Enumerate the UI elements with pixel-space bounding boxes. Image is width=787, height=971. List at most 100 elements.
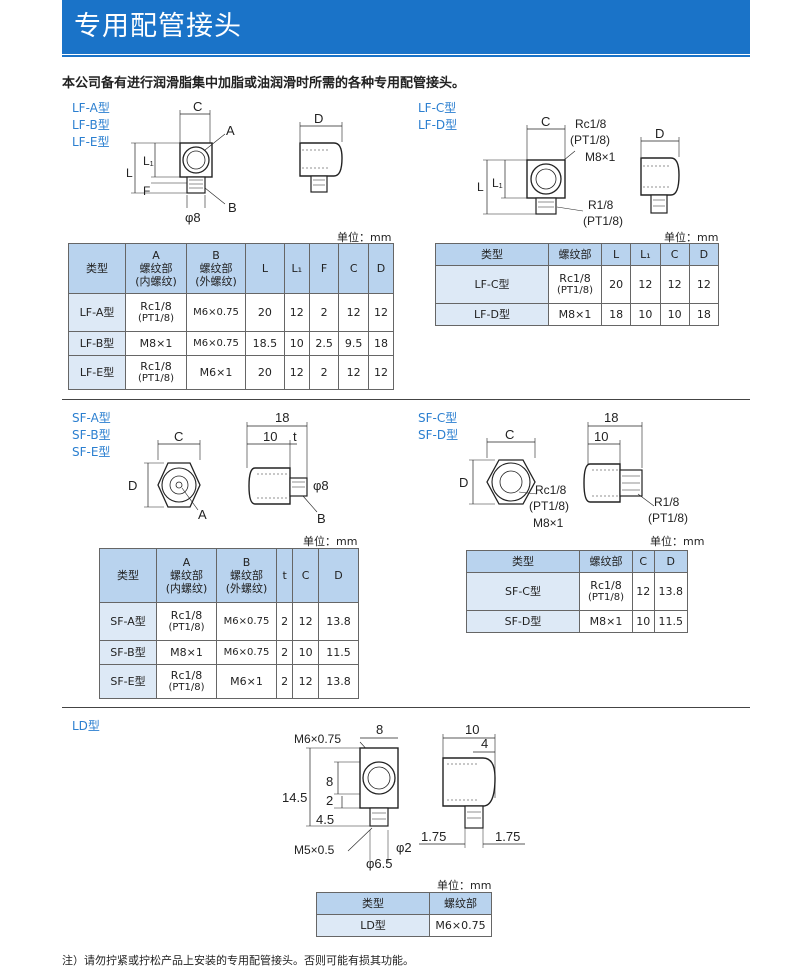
lf-cd-front-drawing: C Rc1/8 (PT1/8) M8×1 R1/8 (PT1/8) L L₁ xyxy=(477,114,623,228)
dim-phi2: φ2 xyxy=(396,840,412,855)
lf-ab-table: 类型 A 螺纹部 (内螺纹) B 螺纹部 (外螺纹) L L₁ F C D LF… xyxy=(68,243,395,390)
th-l1: L₁ xyxy=(283,243,310,294)
sf-ab-side-drawing: 18 10 t φ8 B xyxy=(246,410,329,526)
type-label-lf-b: LF-B型 xyxy=(72,118,110,132)
table-row: LF-C型 Rc1/8(PT1/8) 20 12 12 12 xyxy=(435,265,720,304)
label-r18: R1/8 xyxy=(588,198,614,212)
lf-ab-side-drawing: D xyxy=(299,111,343,193)
table-row: SF-C型 Rc1/8(PT1/8) 12 13.8 xyxy=(466,572,689,611)
type-label-sf-e: SF-E型 xyxy=(72,445,111,459)
lf-cd-table: 类型 螺纹部 L L₁ C D LF-C型 Rc1/8(PT1/8) 20 12… xyxy=(435,243,720,326)
dim-l-2: L xyxy=(477,180,484,194)
dim-d-side-2: D xyxy=(655,126,664,141)
label-pt18-b: (PT1/8) xyxy=(583,214,623,228)
table-row: SF-A型 Rc1/8(PT1/8) M6×0.75 2 12 13.8 xyxy=(99,602,359,641)
lf-cd-side-drawing: D xyxy=(640,126,680,214)
type-label-lf-e: LF-E型 xyxy=(72,135,110,149)
dim-4-ld: 4 xyxy=(481,736,488,751)
dim-d-3: D xyxy=(128,478,137,493)
dim-c-3: C xyxy=(174,429,183,444)
th-type: 类型 xyxy=(68,243,126,294)
type-label-sf-a: SF-A型 xyxy=(72,411,111,425)
table-row: SF-B型 M8×1 M6×0.75 2 10 11.5 xyxy=(99,640,359,665)
dim-18-4: 18 xyxy=(604,410,618,425)
table-row: LF-A型 Rc1/8(PT1/8) M6×0.75 20 12 2 12 12 xyxy=(68,293,395,332)
dim-phi6-5: φ6.5 xyxy=(366,856,393,871)
dim-1-75-right: 1.75 xyxy=(495,829,520,844)
dim-d-side: D xyxy=(314,111,323,126)
type-label-sf-d: SF-D型 xyxy=(418,428,459,442)
ld-type-list: LD型 xyxy=(72,718,100,735)
table-row: LF-D型 M8×1 18 10 10 18 xyxy=(435,303,720,326)
type-label-lf-a: LF-A型 xyxy=(72,101,110,115)
unit-label-sf-cd: 单位：mm xyxy=(650,535,705,548)
type-label-lf-d: LF-D型 xyxy=(418,118,458,132)
section-divider-1 xyxy=(62,399,750,400)
label-m81-4: M8×1 xyxy=(533,516,564,530)
intro-text: 本公司备有进行润滑脂集中加脂或油润滑时所需的各种专用配管接头。 xyxy=(62,76,466,91)
unit-label-lf-ab: 单位：mm xyxy=(337,231,392,244)
ld-side-drawing: 10 4 1.75 1.75 xyxy=(419,722,525,848)
sf-ab-front-drawing: C D A xyxy=(128,429,207,522)
type-label-sf-c: SF-C型 xyxy=(418,411,458,425)
table-row: LD型 M6×0.75 xyxy=(316,914,492,937)
table-row: LF-E型 Rc1/8(PT1/8) M6×1 20 12 2 12 12 xyxy=(68,355,395,390)
dim-10-ld: 10 xyxy=(465,722,479,737)
unit-label-ld: 单位：mm xyxy=(437,879,492,892)
footnote: 注）请勿拧紧或拧松产品上安装的专用配管接头。否则可能有损其功能。 xyxy=(62,954,414,967)
sf-cd-side-drawing: 18 10 R1/8 (PT1/8) xyxy=(583,410,688,525)
dim-14-5: 14.5 xyxy=(282,790,307,805)
dim-l: L xyxy=(126,166,133,180)
label-m6: M6×0.75 xyxy=(294,732,341,746)
sf-cd-type-list: SF-C型 SF-D型 xyxy=(418,410,458,444)
dim-10-4: 10 xyxy=(594,429,608,444)
label-pt18: (PT1/8) xyxy=(570,133,610,147)
dim-c-4: C xyxy=(505,427,514,442)
th-l: L xyxy=(245,243,285,294)
dim-c-2: C xyxy=(541,114,550,129)
sf-ab-table: 类型 A 螺纹部 (内螺纹) B 螺纹部 (外螺纹) t C D SF-A型 R… xyxy=(99,548,359,699)
th-c: C xyxy=(338,243,369,294)
dim-2: 2 xyxy=(326,793,333,808)
dim-4-5: 4.5 xyxy=(316,812,334,827)
dim-8-v: 8 xyxy=(326,774,333,789)
dim-1-75-left: 1.75 xyxy=(421,829,446,844)
page-title: 专用配管接头 xyxy=(74,11,242,42)
lf-ab-front-drawing: C A B φ8 L L₁ F xyxy=(126,99,237,225)
dim-phi8-3: φ8 xyxy=(313,478,329,493)
label-rc18: Rc1/8 xyxy=(575,117,607,131)
section-divider-2 xyxy=(62,707,750,708)
table-row: SF-E型 Rc1/8(PT1/8) M6×1 2 12 13.8 xyxy=(99,664,359,699)
th-d: D xyxy=(367,243,395,294)
dim-t: t xyxy=(293,429,297,444)
ld-front-drawing: 8 M6×0.75 14.5 8 2 4.5 M5×0.5 φ2 φ6.5 xyxy=(282,722,412,871)
lf-ab-type-list: LF-A型 LF-B型 LF-E型 xyxy=(72,100,110,151)
th-f: F xyxy=(308,243,340,294)
dim-b-3: B xyxy=(317,511,326,526)
label-m5: M5×0.5 xyxy=(294,843,335,857)
unit-label-sf-ab: 单位：mm xyxy=(303,535,358,548)
dim-18: 18 xyxy=(275,410,289,425)
dim-d-4: D xyxy=(459,475,468,490)
title-underline xyxy=(62,55,750,57)
ld-table: 类型 螺纹部 LD型 M6×0.75 xyxy=(316,892,492,937)
dim-8: 8 xyxy=(376,722,383,737)
dim-c: C xyxy=(193,99,202,114)
dim-phi8: φ8 xyxy=(185,210,201,225)
label-pt18-4b: (PT1/8) xyxy=(648,511,688,525)
th-a: A 螺纹部 (内螺纹) xyxy=(125,243,187,294)
lf-cd-type-list: LF-C型 LF-D型 xyxy=(418,100,457,134)
sf-cd-front-drawing: C D Rc1/8 (PT1/8) M8×1 xyxy=(459,427,569,530)
table-row: SF-D型 M8×1 10 11.5 xyxy=(466,610,689,633)
table-row: LF-B型 M8×1 M6×0.75 18.5 10 2.5 9.5 18 xyxy=(68,331,395,356)
dim-a-3: A xyxy=(198,507,207,522)
label-r18-4: R1/8 xyxy=(654,495,680,509)
type-label-ld: LD型 xyxy=(72,719,100,733)
title-banner: 专用配管接头 xyxy=(62,0,750,57)
dim-l1-2: L₁ xyxy=(492,176,503,190)
dim-f: F xyxy=(143,184,150,198)
type-label-lf-c: LF-C型 xyxy=(418,101,457,115)
th-b: B 螺纹部 (外螺纹) xyxy=(186,243,246,294)
label-pt18-4: (PT1/8) xyxy=(529,499,569,513)
dim-10: 10 xyxy=(263,429,277,444)
